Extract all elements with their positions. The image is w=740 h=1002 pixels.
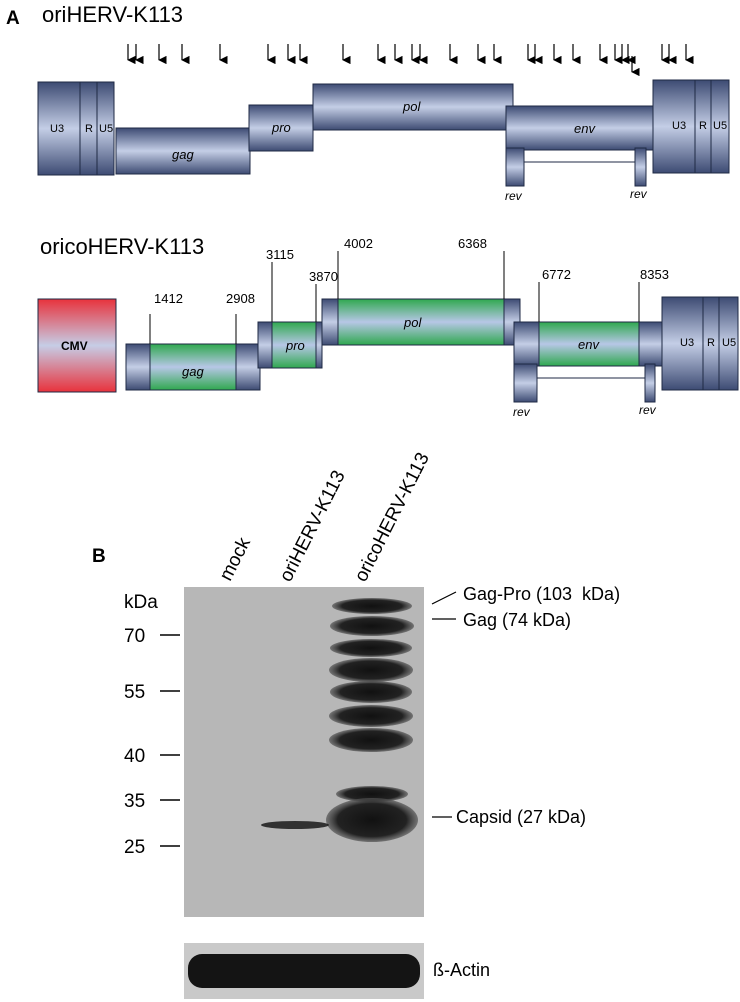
rev-exon1 [505,147,525,187]
ltr5-r: R [85,123,93,135]
env-box [505,105,663,151]
ltr-3prime-2 [661,296,739,391]
pol-codon-box [337,298,505,346]
pol-label-2: pol [403,315,422,330]
band-70-lower [330,639,412,657]
pos-4002: 4002 [344,236,373,251]
pos-3870: 3870 [309,269,338,284]
band-55 [330,681,412,703]
band-label-gag-pro: Gag-Pro (103 kDa) [463,584,620,604]
band-label-gag: Gag (74 kDa) [463,610,571,630]
gag-label: gag [172,147,194,162]
rev-exon2 [634,147,647,187]
blot-membrane [184,587,424,917]
env-label-2: env [578,337,600,352]
ltr-5prime [37,81,115,176]
ltr3-r: R [699,120,707,132]
band-capsid-ori [261,821,329,829]
rev-label-4: rev [639,403,657,417]
rev-label-1: rev [505,189,523,203]
marker-35: 35 [124,791,145,812]
band-50 [329,705,413,727]
pos-2908: 2908 [226,291,255,306]
band-capsid-orico [326,798,418,842]
ltr5-u5: U5 [99,123,113,135]
ltr3-u5: U5 [713,120,727,132]
lane-mock: mock [216,534,256,584]
actin-label: ß-Actin [433,960,490,980]
ltr3-u3: U3 [672,120,686,132]
rev-label-2: rev [630,187,648,201]
pos-6368: 6368 [458,236,487,251]
ltr3b-u5: U5 [722,337,736,349]
env-label: env [574,121,596,136]
cmv-label: CMV [61,339,88,353]
rev-exon2-2 [644,363,656,403]
actin-band [188,954,420,988]
marker-ladder [160,634,180,847]
band-gag-pro [332,598,412,614]
ltr3b-r: R [707,337,715,349]
orihervk113-map: U3 R U5 gag pro pol env rev rev U3 R U5 [37,79,730,203]
pro-box [248,104,314,152]
oricohervk113-title: oricoHERV-K113 [40,234,204,259]
ltr5-u3: U3 [50,123,64,135]
lane-oricohervk113: oricoHERV-K113 [351,449,434,585]
pol-box [312,83,514,131]
actin-blot [184,943,424,999]
pos-1412: 1412 [154,291,183,306]
gag-codon-box [149,343,237,391]
band-gag [330,616,414,636]
rev-label-3: rev [513,405,531,419]
mutation-arrows [127,44,694,77]
pol-label: pol [402,99,421,114]
pro-codon-box [271,321,317,369]
oricohervk113-map: CMV gag pro pol env rev rev U3 R U5 [37,236,739,419]
cmv-box [37,298,117,393]
orihervk113-title: oriHERV-K113 [42,2,183,27]
band-label-capsid: Capsid (27 kDa) [456,807,586,827]
marker-25: 25 [124,837,145,858]
pro-label: pro [271,120,291,135]
band-36 [336,786,408,802]
panel-b-letter: B [92,546,106,567]
pos-6772: 6772 [542,267,571,282]
kda-label: kDa [124,592,158,613]
pos-8353: 8353 [640,267,669,282]
marker-40: 40 [124,746,145,767]
marker-55: 55 [124,682,145,703]
rev-exon1-2 [513,363,538,403]
band-45 [329,728,413,752]
marker-70: 70 [124,626,145,647]
pro-label-2: pro [285,338,305,353]
env-codon-box [538,321,640,367]
band-60 [329,658,413,682]
gag-label-2: gag [182,364,204,379]
pos-3115: 3115 [266,247,294,262]
ltr3b-u3: U3 [680,337,694,349]
lane-orihervk113: oriHERV-K113 [276,467,350,585]
ltr-3prime [652,79,730,174]
western-blot [184,587,424,917]
panel-a-letter: A [6,8,20,29]
